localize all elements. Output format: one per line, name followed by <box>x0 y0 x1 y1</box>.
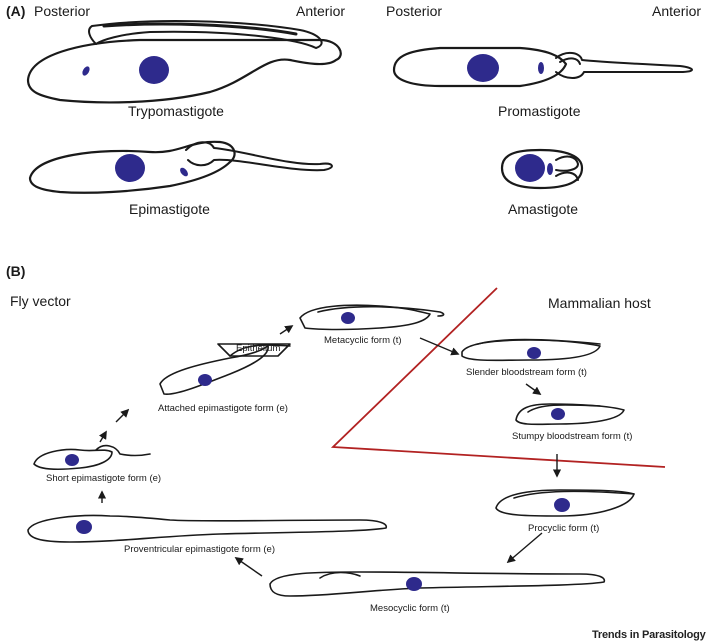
nuclei <box>82 54 553 182</box>
arrow-attached-to-metacyclic <box>279 325 294 335</box>
metacyclic-label: Metacyclic form (t) <box>324 335 402 346</box>
amastigote-cell <box>500 148 584 190</box>
arrow-mesocyclic-to-proventricular <box>234 557 263 577</box>
left-posterior-label: Posterior <box>34 3 91 19</box>
cycle-arrows <box>97 325 562 577</box>
slender-label: Slender bloodstream form (t) <box>466 367 587 378</box>
slender-bloodstream-cell <box>461 338 601 362</box>
stumpy-label: Stumpy bloodstream form (t) <box>512 431 633 442</box>
epimastigote-cell <box>28 140 333 194</box>
arrow-metacyclic-to-slender <box>419 337 460 356</box>
proventricular-label: Proventricular epimastigote form (e) <box>124 544 275 555</box>
trypomastigote-label: Trypomastigote <box>128 103 224 119</box>
amastigote-label: Amastigote <box>508 201 579 217</box>
mesocyclic-label: Mesocyclic form (t) <box>370 603 450 614</box>
kinetoplast-promastigote <box>538 62 544 74</box>
kinetoplast-amastigote <box>547 163 553 175</box>
attached-epimastigote-label: Attached epimastigote form (e) <box>158 403 288 414</box>
panel-a-label: (A) <box>6 3 26 19</box>
nucleus-promastigote <box>467 54 499 82</box>
right-anterior-label: Anterior <box>652 3 702 19</box>
mammalian-host-label: Mammalian host <box>548 295 651 311</box>
metacyclic-cell <box>299 304 445 331</box>
nucleus-epimastigote <box>115 154 145 182</box>
panel-b-cells <box>27 304 635 597</box>
attached-epimastigote-cell <box>159 344 291 395</box>
kinetoplast-epimastigote <box>180 167 188 177</box>
procyclic-label: Procyclic form (t) <box>528 523 600 534</box>
arrow-slender-to-stumpy <box>525 383 542 395</box>
mesocyclic-cell <box>269 571 606 597</box>
panel-b-nuclei <box>65 312 570 591</box>
epithelium-label: Epithelium <box>236 343 281 354</box>
arrow-procyclic-to-mesocyclic <box>506 532 543 564</box>
nucleus-amastigote <box>515 154 545 182</box>
arrow-short-to-attached-2 <box>115 408 130 423</box>
journal-credit: Trends in Parasitology <box>592 629 706 641</box>
nucleus-trypomastigote <box>139 56 169 84</box>
trypomastigote-cell <box>26 20 342 104</box>
left-anterior-label: Anterior <box>296 3 346 19</box>
promastigote-label: Promastigote <box>498 103 581 119</box>
right-posterior-label: Posterior <box>386 3 443 19</box>
short-epimastigote-label: Short epimastigote form (e) <box>46 473 162 484</box>
short-epimastigote-cell <box>33 444 151 470</box>
stumpy-bloodstream-cell <box>515 403 625 426</box>
host-vector-boundary <box>330 287 666 468</box>
epimastigote-label: Epimastigote <box>129 201 210 217</box>
promastigote-cell <box>392 46 693 88</box>
kinetoplast-trypomastigote <box>82 66 90 76</box>
panel-b-label: (B) <box>6 263 26 279</box>
proventricular-cell <box>27 514 388 543</box>
fly-vector-label: Fly vector <box>10 293 71 309</box>
arrow-short-to-attached <box>98 430 107 443</box>
epithelium-shape <box>217 343 291 357</box>
procyclic-cell <box>495 489 635 517</box>
